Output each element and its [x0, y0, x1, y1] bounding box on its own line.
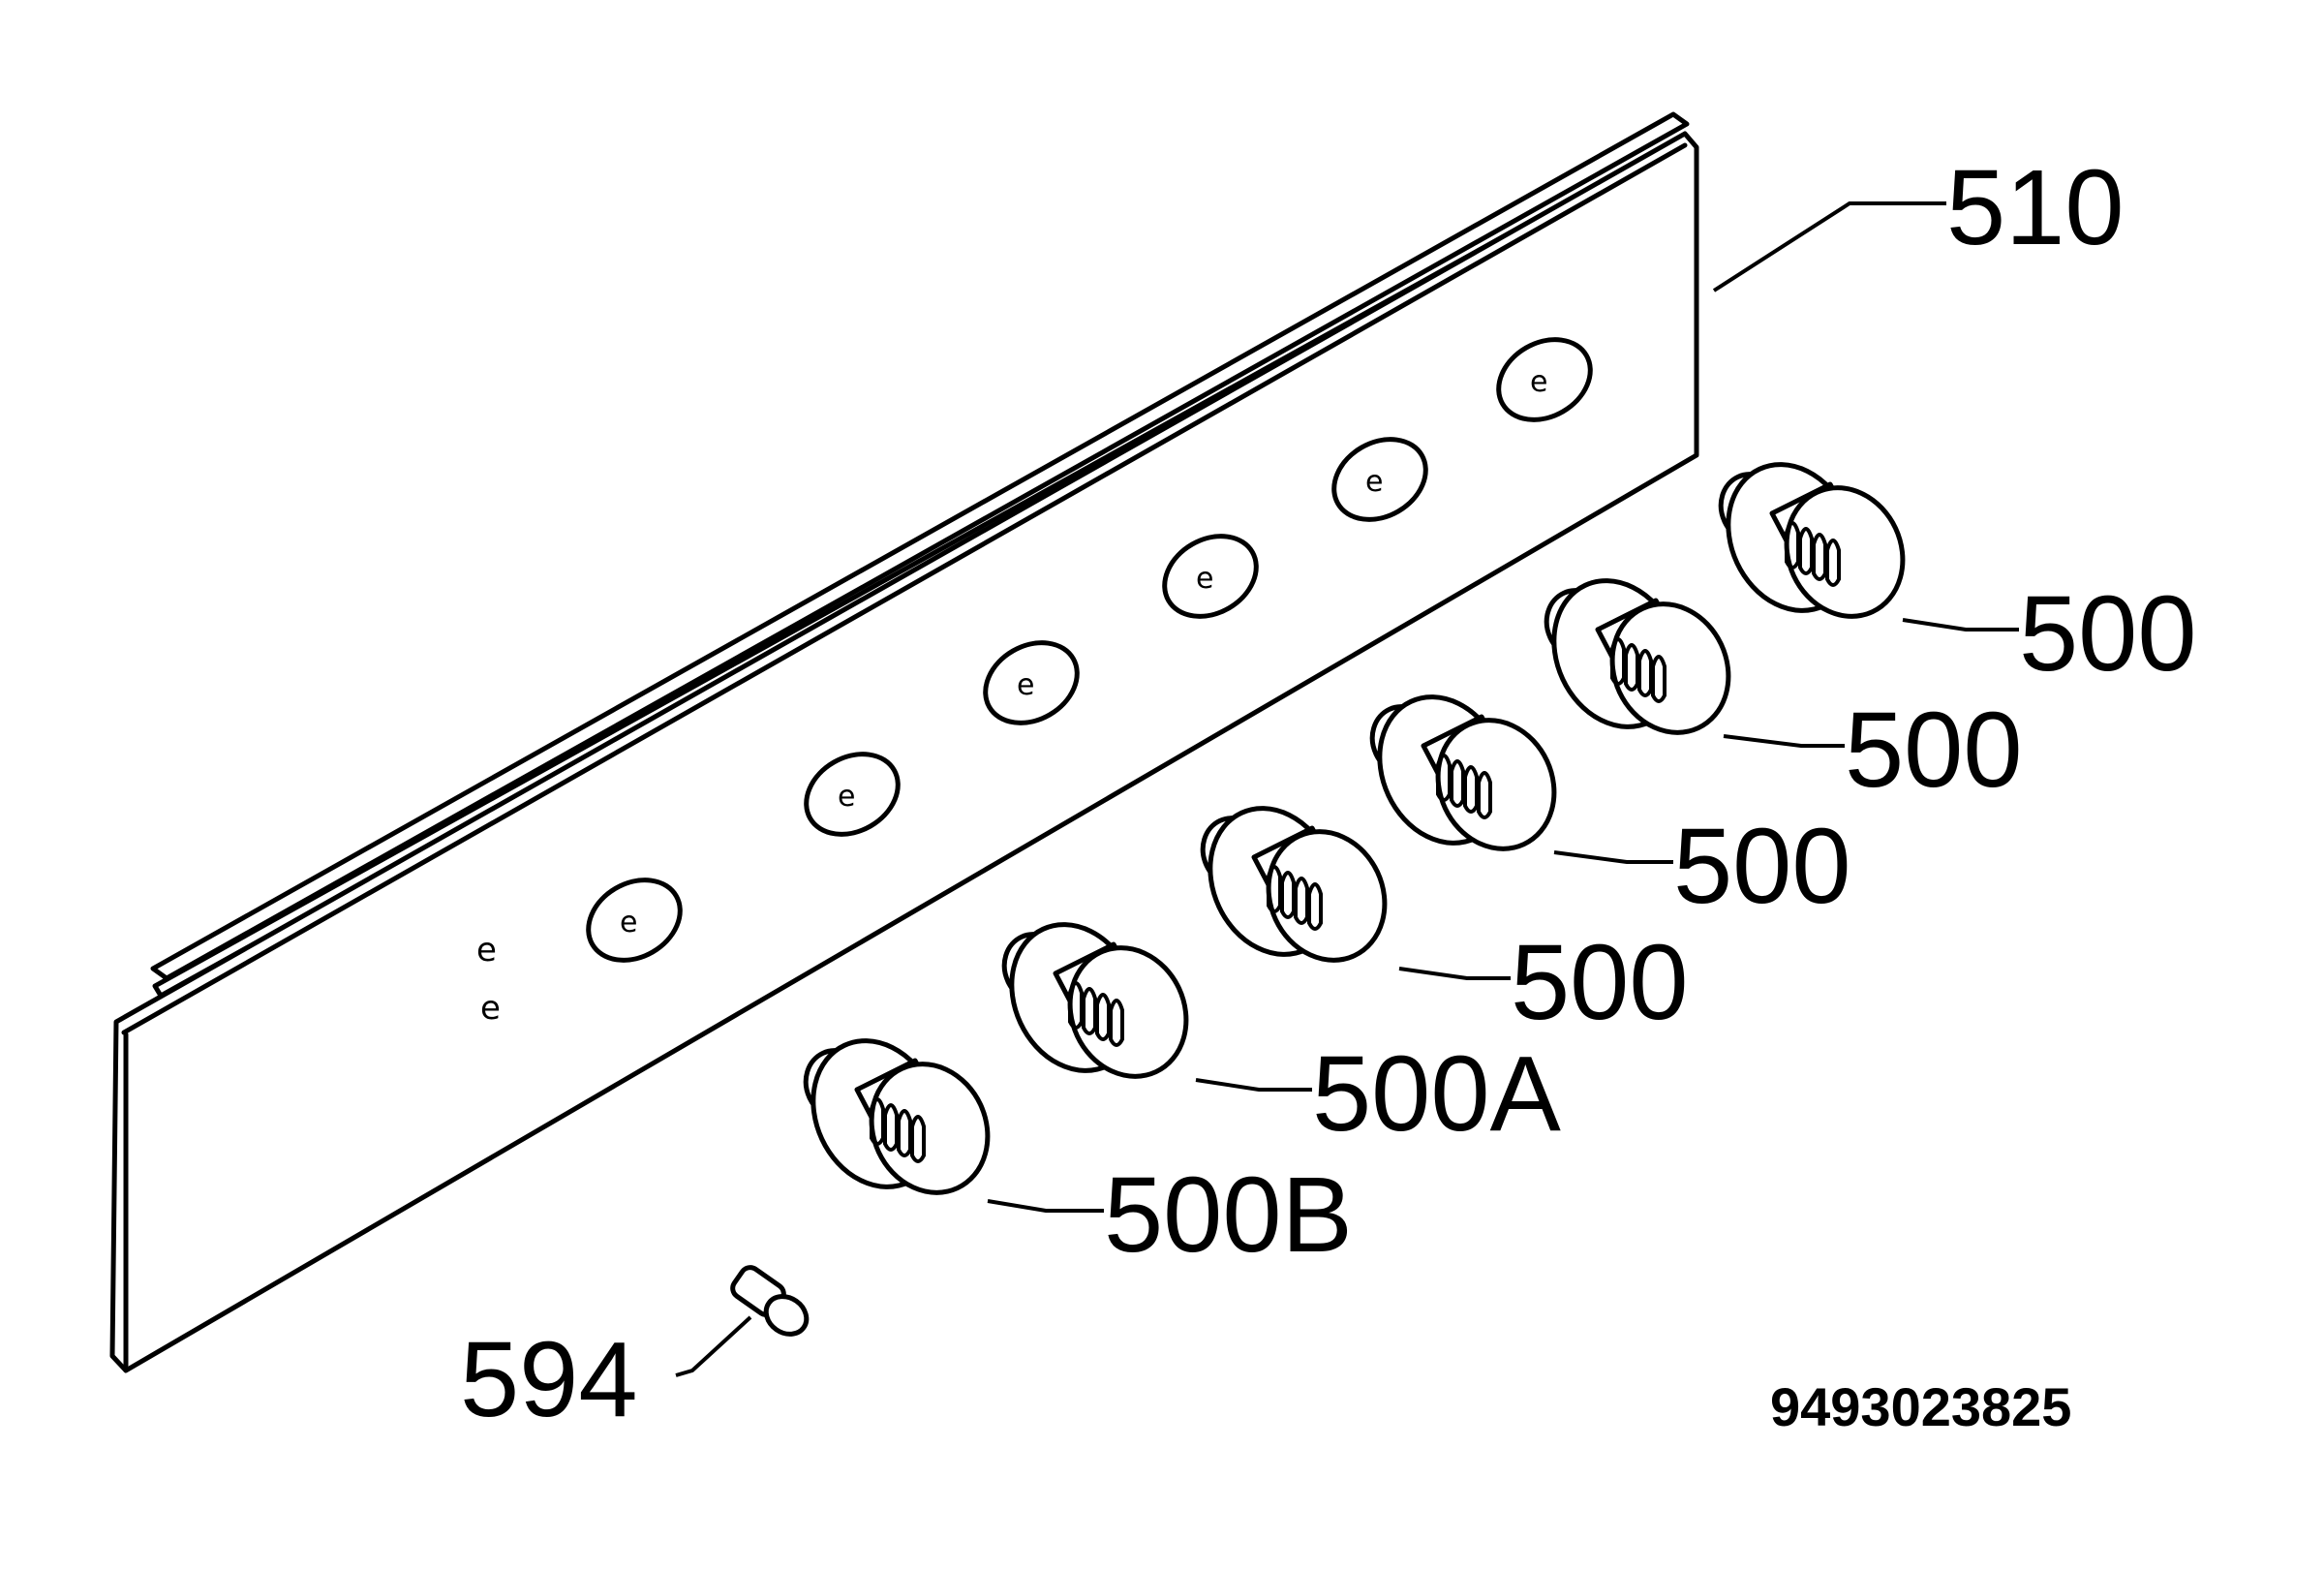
panel-holes: e e e e e e	[586, 337, 1593, 963]
label-500-1: 500	[2019, 574, 2197, 693]
leader-500-2	[1723, 734, 1845, 748]
leader-lines	[675, 201, 2019, 1377]
knob-500-2	[1544, 578, 1731, 735]
svg-text:e: e	[838, 780, 855, 814]
knobs-group	[803, 462, 1906, 1195]
label-500A: 500A	[1312, 1034, 1562, 1154]
leader-500A	[1195, 1078, 1312, 1092]
label-500-2: 500	[1845, 691, 2023, 810]
drawing-code: 9493023825	[1770, 1376, 2071, 1437]
leader-500-1	[1902, 618, 2019, 631]
svg-text:e: e	[1530, 365, 1547, 399]
label-594: 594	[460, 1320, 638, 1439]
svg-text:e: e	[1017, 668, 1034, 702]
label-500B: 500B	[1104, 1155, 1353, 1275]
svg-text:e: e	[1365, 465, 1383, 499]
lamp-hole-bottom: e	[480, 989, 501, 1028]
leader-500-3	[1553, 850, 1673, 864]
knob-500-4	[1200, 806, 1388, 963]
knob-500B	[803, 1038, 991, 1195]
knob-500-3	[1369, 694, 1557, 851]
svg-text:e: e	[620, 906, 637, 940]
label-500-4: 500	[1511, 923, 1689, 1042]
knob-500-1	[1718, 462, 1906, 619]
leader-500B	[987, 1199, 1104, 1213]
knob-500A	[1001, 922, 1189, 1079]
indicator-lamp	[730, 1265, 810, 1337]
leader-510	[1712, 201, 1946, 293]
leader-500-4	[1398, 967, 1511, 980]
control-panel: e e e e e e e e	[109, 111, 1699, 1373]
svg-text:e: e	[1196, 562, 1213, 596]
label-510: 510	[1946, 148, 2125, 267]
leader-594	[675, 1315, 752, 1377]
label-500-3: 500	[1673, 807, 1851, 926]
lamp-hole-top: e	[476, 931, 497, 970]
